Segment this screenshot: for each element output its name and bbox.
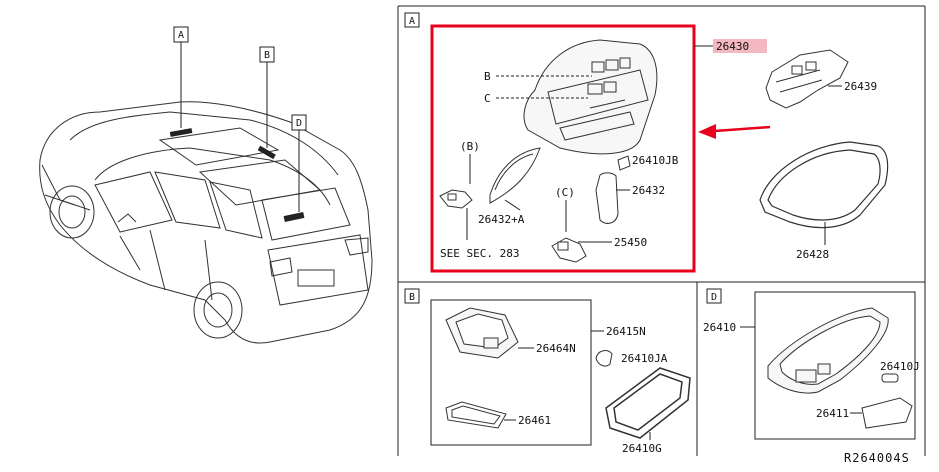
part-26410-label: 26410 [703,321,736,334]
part-26410g-label: 26410G [622,442,662,455]
part-26432a-label: 26432+A [478,213,525,226]
part-26410j-label: 26410J [880,360,920,373]
lens-26411 [861,397,913,429]
car-marker-leaders [180,42,300,212]
room-lamp-housing [445,307,519,359]
part-26430-label: 26430 [716,40,749,53]
part-26432-label: 26432 [632,184,665,197]
callout-b-paren: (B) [460,140,480,153]
part-26411-label: 26411 [816,407,849,420]
vehicle-illustration [39,101,373,344]
frame-26410g [605,367,691,439]
connector-25450 [551,237,587,263]
panel-a-letter-box: A [404,12,420,28]
connector-b [439,189,473,209]
cargo-lamp [767,307,889,394]
part-26430-highlight [713,39,767,53]
lens-26432a [489,147,541,204]
part-26410ja-label: 26410JA [621,352,668,365]
callout-b: B [484,70,491,83]
callout-leaders [496,75,592,99]
car-marker-a: A [173,26,189,43]
highlight-arrow [698,124,771,139]
svg-text:D: D [296,118,302,129]
car-marker-d: D [291,114,307,131]
lamp-position-marks [169,128,305,223]
panel-frames [397,5,926,456]
part-25450-label: 25450 [614,236,647,249]
see-section-label: SEE SEC. 283 [440,247,519,260]
car-marker-b: B [259,46,275,63]
panel-b-letter-box: B [404,288,420,304]
lens-26432 [595,172,619,224]
reference-code: R264004S [844,451,910,465]
panel-b-sub-box [430,299,592,446]
svg-text:D: D [711,292,717,303]
svg-text:A: A [178,30,184,41]
part-26464n-label: 26464N [536,342,576,355]
lens-26461 [445,401,507,429]
bulb-26410ja [595,350,613,367]
bulb-26410jb [617,155,631,171]
panel-d-letter-box: D [706,288,722,304]
part-26410jb-label: 26410JB [632,154,679,167]
map-lamp-assembly [523,39,658,155]
svg-text:B: B [264,50,270,61]
svg-text:A: A [409,16,415,27]
callout-c: C [484,92,491,105]
highlight-box [430,24,696,273]
part-26439-label: 26439 [844,80,877,93]
panel-d-sub-box [754,291,916,440]
part-26461-label: 26461 [518,414,551,427]
part-26428-label: 26428 [796,248,829,261]
frame-26428 [759,141,889,229]
callout-c-paren: (C) [555,186,575,199]
bracket-26439 [765,49,849,109]
part-26415n-label: 26415N [606,325,646,338]
svg-text:B: B [409,292,415,303]
bulb-26410j [881,373,899,383]
